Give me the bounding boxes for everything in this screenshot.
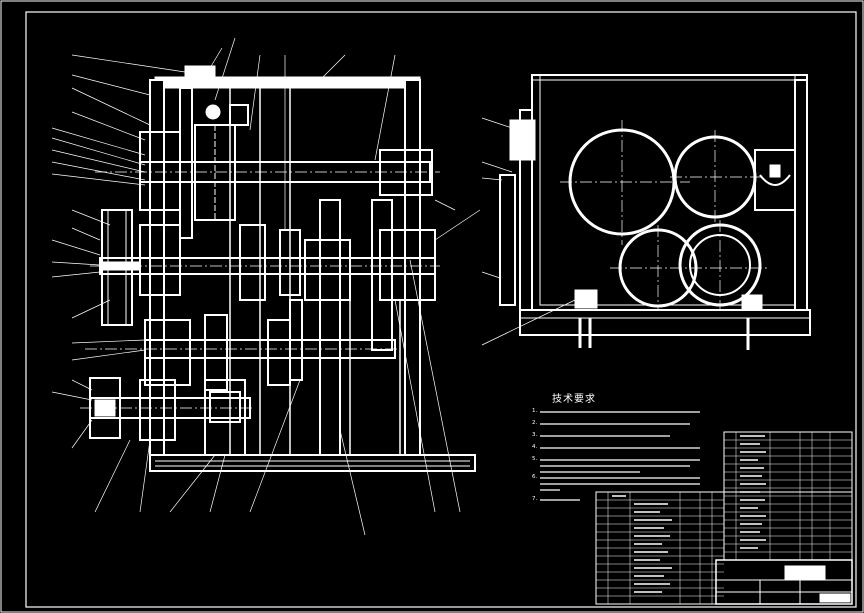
front-view (80, 65, 476, 472)
sliding-gear-1 (239, 224, 266, 301)
title-box (715, 559, 853, 605)
side-left-boss (509, 119, 536, 161)
lower-left-bearing (144, 319, 191, 386)
requirements-text-marks (540, 411, 700, 501)
leader-lines-left (51, 37, 481, 536)
requirement-item: 7. (532, 496, 538, 502)
requirement-item: 2. (532, 420, 538, 426)
side-base (519, 309, 811, 336)
middle-right-bearing (379, 229, 436, 301)
housing-top-wall (154, 76, 421, 89)
housing-left-wall (149, 79, 165, 466)
housing-base (149, 454, 476, 472)
gear-hub (304, 239, 351, 301)
sheet-border-inner (25, 11, 857, 608)
fork-rod (179, 87, 193, 239)
requirement-item: 6. (532, 474, 538, 480)
side-bottom-bolt-right (741, 294, 763, 311)
large-gear (319, 199, 341, 456)
requirement-item: 1. (532, 408, 538, 414)
technical-requirements-title: 技术要求 (552, 394, 596, 405)
requirement-item: 3. (532, 432, 538, 438)
side-right-column (794, 79, 808, 311)
requirement-item: 5. (532, 456, 538, 462)
lower-gear-1 (204, 314, 228, 391)
side-view (481, 74, 811, 350)
side-right-bracket (754, 149, 796, 211)
table-text-marks (612, 435, 766, 593)
middle-left-bearing (139, 224, 181, 296)
requirement-item: 4. (532, 444, 538, 450)
fork-pin (205, 104, 221, 120)
lower-gear-2 (267, 319, 291, 386)
side-bottom-bolt-left (574, 289, 598, 309)
upper-right-bearing (379, 149, 433, 196)
output-bearing (139, 379, 176, 441)
side-housing (531, 74, 808, 311)
title-block (595, 431, 853, 605)
